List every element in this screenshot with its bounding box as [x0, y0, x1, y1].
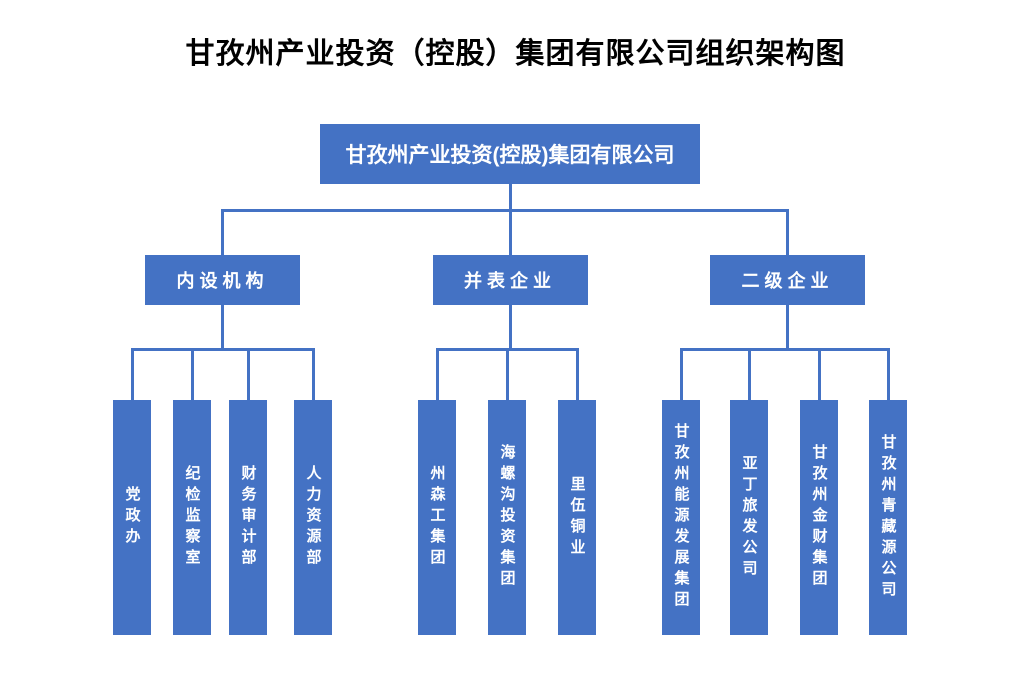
connector-line — [786, 305, 789, 351]
connector-line — [747, 348, 751, 400]
connector-line — [221, 209, 789, 212]
connector-line — [435, 348, 439, 400]
org-node-label: 并表企业 — [464, 271, 556, 291]
org-node-qingzangyuan-company: 甘孜州青藏源公司 — [869, 400, 907, 635]
org-node-label: 二级企业 — [741, 271, 834, 291]
org-node-label: 内设机构 — [176, 271, 269, 291]
org-node-label: 党政办 — [123, 486, 141, 549]
connector-line — [575, 348, 579, 400]
org-node-label: 甘孜州产业投资(控股)集团有限公司 — [345, 144, 675, 167]
page-title: 甘孜州产业投资（控股）集团有限公司组织架构图 — [185, 38, 846, 70]
connector-line — [221, 305, 224, 351]
connector-line — [786, 209, 789, 255]
org-node-consolidated-enterprises: 并表企业 — [432, 255, 588, 305]
connector-line — [221, 209, 224, 255]
org-node-label: 甘孜州金财集团 — [810, 444, 828, 591]
org-node-energy-development-group: 甘孜州能源发展集团 — [662, 400, 700, 635]
org-node-liwu-copper: 里伍铜业 — [558, 400, 596, 635]
org-node-label: 人力资源部 — [304, 465, 322, 570]
org-node-forestry-group: 州森工集团 — [418, 400, 456, 635]
connector-line — [130, 348, 134, 400]
connector-line — [246, 348, 250, 400]
org-node-hr-dept: 人力资源部 — [294, 400, 332, 635]
org-node-jincai-group: 甘孜州金财集团 — [800, 400, 838, 635]
org-node-party-gov-office: 党政办 — [113, 400, 151, 635]
connector-line — [508, 184, 512, 255]
org-node-internal-departments: 内设机构 — [145, 255, 300, 305]
org-node-hailuogou-investment-group: 海螺沟投资集团 — [488, 400, 526, 635]
connector-line — [817, 348, 821, 400]
connector-line — [679, 348, 683, 400]
org-node-label: 亚丁旅发公司 — [740, 454, 758, 581]
org-node-yading-tourism-company: 亚丁旅发公司 — [730, 400, 768, 635]
org-node-label: 里伍铜业 — [568, 475, 586, 560]
org-node-label: 纪检监察室 — [183, 465, 201, 570]
connector-line — [886, 348, 890, 400]
org-node-label: 甘孜州青藏源公司 — [879, 433, 897, 602]
connector-line — [190, 348, 194, 400]
org-node-label: 财务审计部 — [239, 465, 257, 570]
connector-line — [508, 305, 512, 351]
org-node-label: 州森工集团 — [428, 465, 446, 570]
org-node-label: 甘孜州能源发展集团 — [672, 423, 690, 612]
org-node-root: 甘孜州产业投资(控股)集团有限公司 — [320, 124, 700, 184]
connector-line — [505, 348, 509, 400]
org-node-secondary-enterprises: 二级企业 — [710, 255, 865, 305]
org-node-label: 海螺沟投资集团 — [498, 444, 516, 591]
connector-line — [130, 348, 315, 351]
connector-line — [311, 348, 315, 400]
org-node-finance-audit-dept: 财务审计部 — [229, 400, 267, 635]
connector-line — [679, 348, 890, 351]
org-node-discipline-inspection-office: 纪检监察室 — [173, 400, 211, 635]
